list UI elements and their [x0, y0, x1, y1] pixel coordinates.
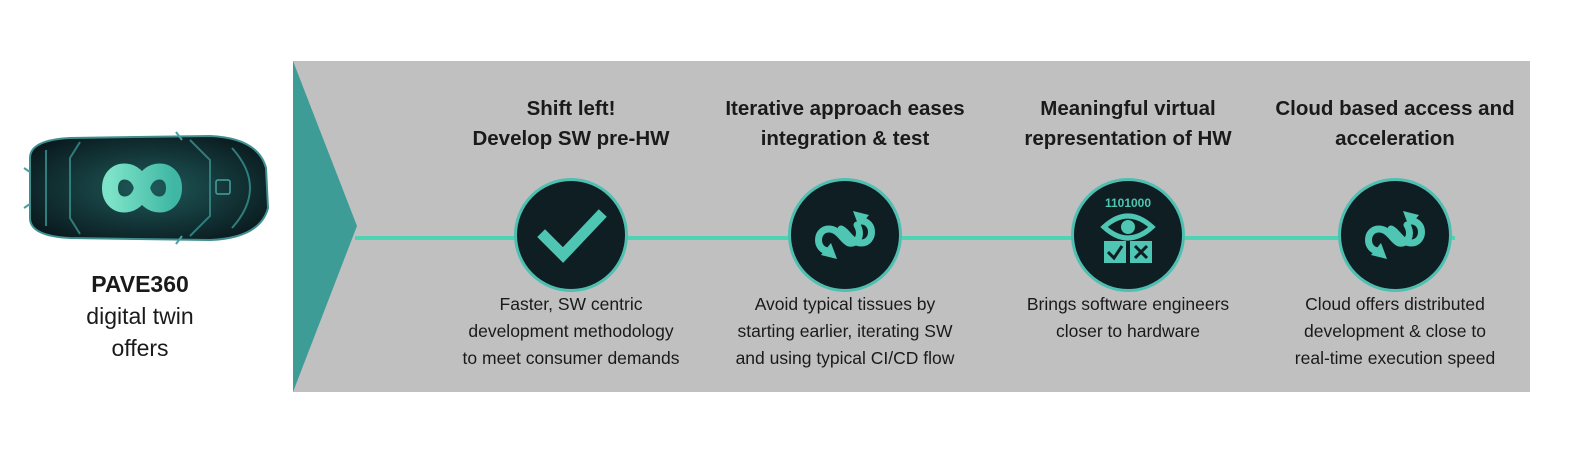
- brand-block: PAVE360 digital twin offers: [40, 268, 240, 364]
- features-panel: [293, 61, 1530, 392]
- step-title: Cloud based access and acceleration: [1275, 97, 1515, 150]
- step-description: Faster, SW centric development methodolo…: [462, 294, 680, 368]
- step-badge: 1101000: [1071, 178, 1185, 292]
- timeline-line: [355, 236, 1455, 240]
- step-description: Brings software engineers closer to hard…: [1026, 294, 1230, 341]
- step-badge: [514, 178, 628, 292]
- brand-subtitle-2: offers: [111, 335, 169, 361]
- binary-text: 1101000: [1105, 196, 1151, 210]
- car-infinity-icon: [23, 131, 270, 245]
- step-description: Avoid typical tissues by starting earlie…: [735, 294, 955, 368]
- panel-arrow-shape: [293, 61, 357, 392]
- iterate-loop-icon: [815, 211, 875, 259]
- step-badge: [1338, 178, 1452, 292]
- brand-title: PAVE360: [91, 271, 189, 297]
- eye-binary-icon: 1101000: [1100, 196, 1156, 263]
- step-title: Meaningful virtual representation of HW: [1024, 97, 1232, 150]
- car-illustration: [10, 128, 275, 248]
- iterate-loop-icon: [1365, 211, 1425, 259]
- step-title: Shift left! Develop SW pre-HW: [472, 97, 670, 150]
- step-title: Iterative approach eases integration & t…: [725, 97, 965, 150]
- step-description: Cloud offers distributed development & c…: [1294, 294, 1496, 368]
- step-badge: [788, 178, 902, 292]
- brand-subtitle: digital twin: [86, 303, 194, 329]
- checkmark-icon: [537, 209, 607, 263]
